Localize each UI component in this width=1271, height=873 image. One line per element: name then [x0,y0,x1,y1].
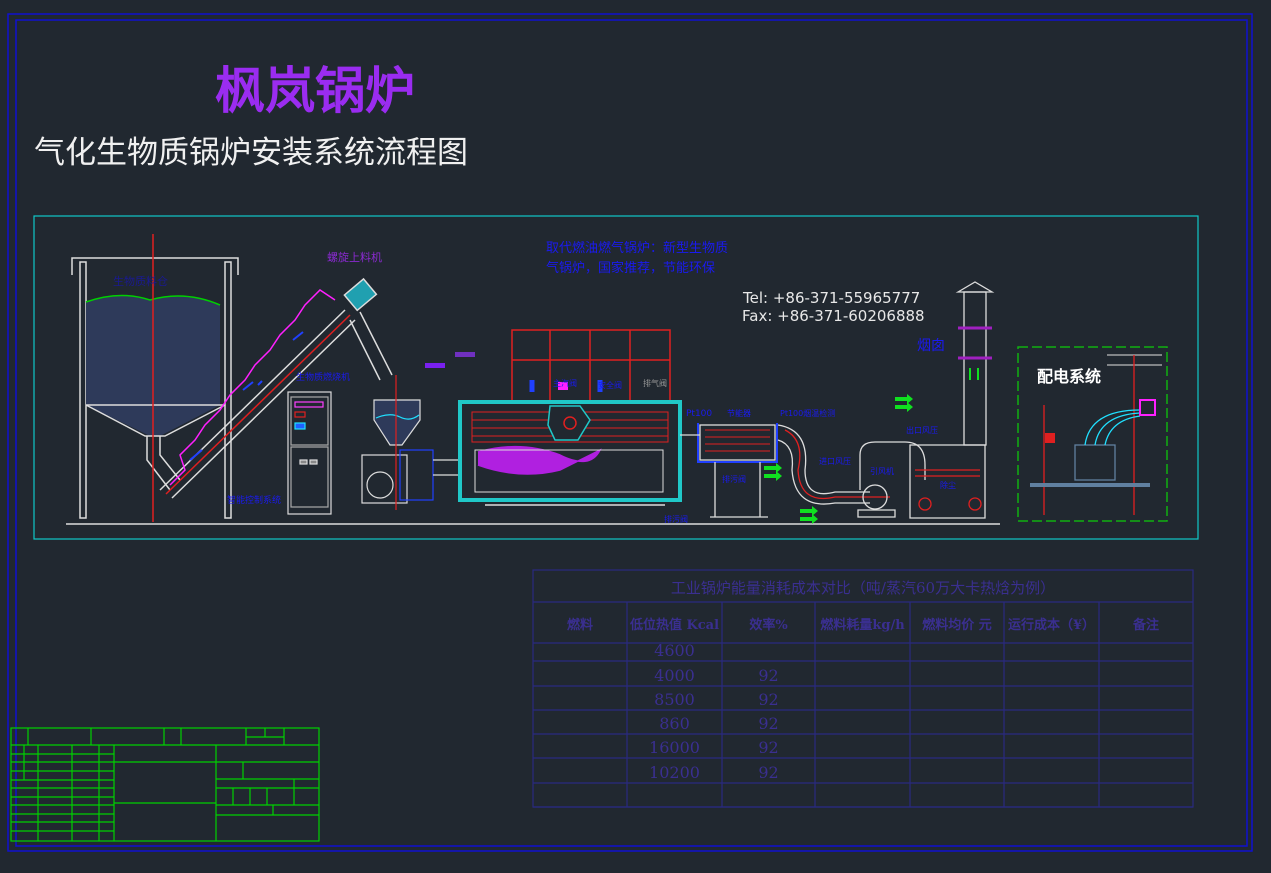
table-header-cell: 运行成本（¥） [1008,617,1095,633]
label-outlet-pressure: 出口风压 [906,425,938,435]
label-blowdown-valve: 排污阀 [722,474,746,484]
induced-draft-fan [777,424,986,519]
diagram-frame [33,215,1199,540]
screw-feeder [159,277,393,499]
outer-border [7,13,1253,852]
table-header-cell: 备注 [1132,617,1159,633]
label-power: 配电系统 [1037,367,1101,386]
table-cell: 4600 [654,641,695,660]
table-cell: 92 [758,690,778,709]
table-cell: 8500 [654,690,695,709]
economizer [680,423,778,518]
title-block [10,727,320,842]
table-header-cell: 燃料均价 元 [922,617,992,633]
control-cabinet [287,391,332,515]
label-economizer: 节能器 [727,408,751,418]
table-header-cell: 燃料 [567,617,593,633]
contact-fax: Fax: +86-371-60206888 [742,307,925,325]
inner-border [15,19,1248,847]
cost-comparison-table: 工业锅炉能量消耗成本对比（吨/蒸汽60万大卡热焓为例） 燃料 低位热值 Kcal 效… [532,569,1194,808]
table-cell: 92 [758,738,778,757]
brand-title: 枫岚锅炉 [215,62,415,120]
table-cell: 16000 [649,738,700,757]
slogan-line-2: 气锅炉，国家推荐，节能环保 [546,260,715,276]
silo [71,234,239,522]
table-cell: 92 [758,763,778,782]
table-cell: 10200 [649,763,700,782]
table-title: 工业锅炉能量消耗成本对比（吨/蒸汽60万大卡热焓为例） [671,579,1055,597]
chimney [955,281,995,446]
table-cell: 92 [758,666,778,685]
table-cell: 860 [659,714,690,733]
table-header-cell: 低位热值 Kcal [629,617,719,633]
boiler [425,329,682,506]
contact-tel: Tel: +86-371-55965777 [742,289,920,307]
label-control: 智能控制系统 [227,494,281,506]
label-pt100-flue: Pt100烟温检测 [780,408,835,418]
label-silo: 生物质料仓 [113,274,168,288]
table-header-cell: 燃料耗量kg/h [820,617,905,633]
label-fan: 引风机 [870,466,894,476]
label-burner: 生物质燃烧机 [296,371,350,383]
power-system [1017,346,1168,522]
table-header-cell: 效率% [749,617,788,633]
subtitle: 气化生物质锅炉安装系统流程图 [34,135,468,171]
flow-diagram: 生物质料仓 螺旋上料机 生物质燃烧机 智能控制系统 [71,234,1168,524]
label-main-valve: 主汽阀 [553,378,577,388]
label-chimney: 烟囱 [917,338,945,354]
label-blowdown-valve-boiler: 排污阀 [664,514,688,524]
burner-unit [361,375,461,510]
label-screw-feeder: 螺旋上料机 [327,250,382,264]
slogan-line-1: 取代燃油燃气锅炉：新型生物质 [546,240,728,256]
label-safety-valve: 安全阀 [598,380,622,390]
label-dust: 除尘 [940,480,956,490]
table-cell: 4000 [654,666,695,685]
label-pt100: Pt100 [686,409,712,419]
label-inlet-pressure: 进口风压 [819,457,851,466]
label-exhaust-valve: 排气阀 [643,378,667,388]
table-cell: 92 [758,714,778,733]
flow-arrows [764,394,913,524]
